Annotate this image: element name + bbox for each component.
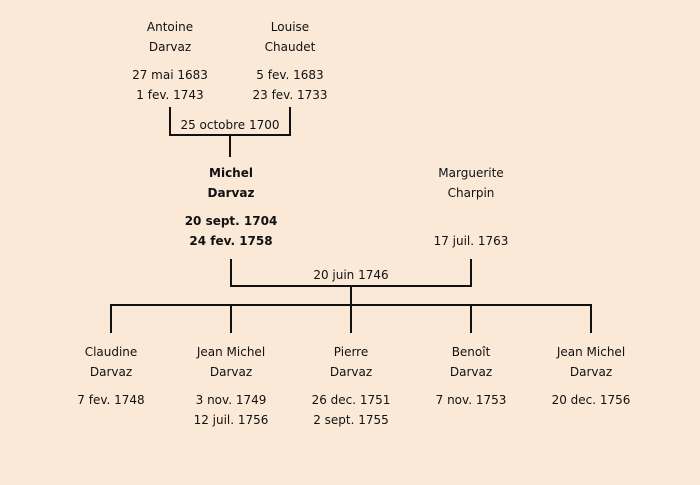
death-date: 12 juil. 1756 xyxy=(193,413,269,427)
last-name: Darvaz xyxy=(207,186,255,200)
connector-line xyxy=(350,304,352,333)
birth-date: 5 fev. 1683 xyxy=(256,68,324,82)
connector-line xyxy=(350,285,352,306)
death-date: 24 fev. 1758 xyxy=(189,234,273,248)
first-name: Antoine xyxy=(146,20,194,34)
birth-date: 7 nov. 1753 xyxy=(435,393,507,407)
birth-date: 3 nov. 1749 xyxy=(195,393,267,407)
first-name: Michel xyxy=(209,166,253,180)
child-jean-michel-1[interactable]: Jean Michel Darvaz 3 nov. 1749 12 juil. … xyxy=(166,342,296,430)
death-date: 2 sept. 1755 xyxy=(313,413,389,427)
person-michel-darvaz[interactable]: Michel Darvaz 20 sept. 1704 24 fev. 1758 xyxy=(166,163,296,251)
last-name: Darvaz xyxy=(148,40,192,54)
connector-line xyxy=(470,304,472,333)
birth-date: 26 dec. 1751 xyxy=(311,393,391,407)
connector-line xyxy=(229,134,231,157)
marriage-date-couple: 20 juin 1746 xyxy=(306,267,396,283)
connector-line xyxy=(470,259,472,287)
connector-line xyxy=(289,107,291,136)
first-name: Marguerite xyxy=(438,166,504,180)
connector-line xyxy=(110,304,112,333)
death-date: 23 fev. 1733 xyxy=(252,88,328,102)
connector-line xyxy=(169,107,171,136)
first-name: Jean Michel xyxy=(556,345,626,359)
birth-date: 27 mai 1683 xyxy=(132,68,208,82)
child-claudine[interactable]: Claudine Darvaz 7 fev. 1748 xyxy=(46,342,176,410)
birth-date: 20 dec. 1756 xyxy=(551,393,631,407)
birth-date: 7 fev. 1748 xyxy=(77,393,145,407)
first-name: Claudine xyxy=(84,345,138,359)
last-name: Darvaz xyxy=(89,365,133,379)
death-date: 1 fev. 1743 xyxy=(136,88,204,102)
last-name: Charpin xyxy=(447,186,495,200)
first-name: Jean Michel xyxy=(196,345,266,359)
connector-line xyxy=(590,304,592,333)
connector-line xyxy=(230,304,232,333)
last-name: Darvaz xyxy=(449,365,493,379)
person-marguerite-charpin[interactable]: Marguerite Charpin 17 juil. 1763 xyxy=(406,163,536,251)
child-jean-michel-2[interactable]: Jean Michel Darvaz 20 dec. 1756 xyxy=(526,342,656,410)
birth-date: 20 sept. 1704 xyxy=(184,214,278,228)
first-name: Louise xyxy=(270,20,310,34)
last-name: Darvaz xyxy=(569,365,613,379)
connector-line xyxy=(230,259,232,287)
death-date: 17 juil. 1763 xyxy=(433,234,509,248)
child-pierre[interactable]: Pierre Darvaz 26 dec. 1751 2 sept. 1755 xyxy=(286,342,416,430)
last-name: Chaudet xyxy=(264,40,316,54)
child-benoit[interactable]: Benoît Darvaz 7 nov. 1753 xyxy=(406,342,536,410)
first-name: Pierre xyxy=(333,345,369,359)
marriage-date-parents: 25 octobre 1700 xyxy=(174,117,286,133)
first-name: Benoît xyxy=(451,345,491,359)
person-louise-chaudet[interactable]: Louise Chaudet 5 fev. 1683 23 fev. 1733 xyxy=(225,17,355,105)
last-name: Darvaz xyxy=(329,365,373,379)
person-antoine-darvaz[interactable]: Antoine Darvaz 27 mai 1683 1 fev. 1743 xyxy=(105,17,235,105)
last-name: Darvaz xyxy=(209,365,253,379)
